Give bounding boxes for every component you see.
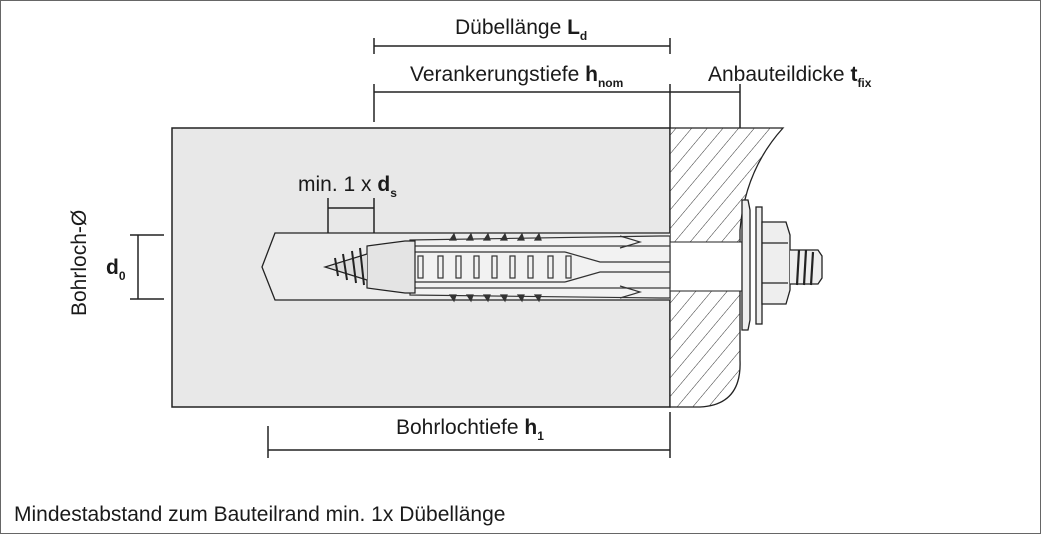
screw xyxy=(322,240,416,294)
anchorage-depth-label: Verankerungstiefe hnom xyxy=(410,63,623,90)
fixture-thickness-label: Anbauteildicke tfix xyxy=(708,63,872,90)
min-distance-label: min. 1 x ds xyxy=(298,173,397,200)
footer-note: Mindestabstand zum Bauteilrand min. 1x D… xyxy=(14,503,505,526)
bolt-assembly xyxy=(741,199,823,331)
fixture-hole xyxy=(669,241,743,292)
hole-diameter-symbol: d0 xyxy=(106,256,126,283)
dimension-lines xyxy=(130,38,741,458)
hole-diameter-label: Bohrloch-Ø xyxy=(68,210,91,316)
dowel-length-label: Dübellänge Ld xyxy=(455,16,587,43)
hole-depth-label: Bohrlochtiefe h1 xyxy=(396,416,544,443)
dowel xyxy=(409,232,671,303)
